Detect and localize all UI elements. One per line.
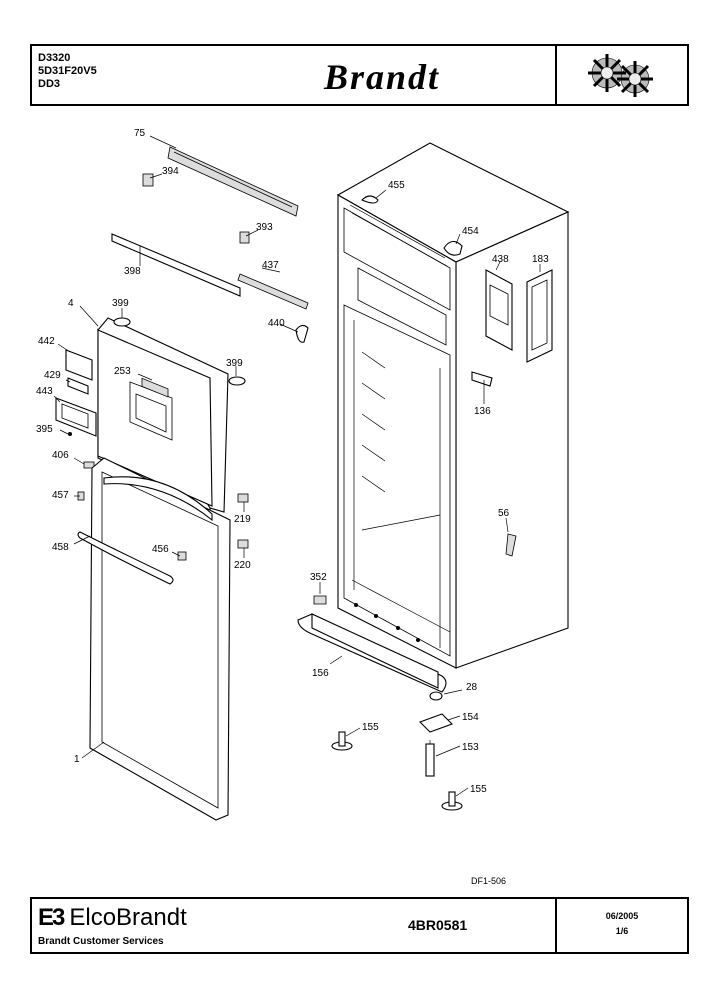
leader-lines [53,135,541,797]
callout: 352 [310,572,327,583]
callout: 429 [44,370,61,381]
callout: 454 [462,226,479,237]
company-mark: E3 [38,904,65,931]
diagram-code: DF1-506 [471,876,507,886]
callout: 220 [234,560,251,571]
model-list: D3320 5D31F20V5 DD3 [38,52,97,91]
callout: 154 [462,712,479,723]
callout: 458 [52,542,69,553]
title-block-header: D3320 5D31F20V5 DD3 Brandt [30,44,689,106]
callout: 457 [52,490,69,501]
callout: 394 [162,166,179,177]
callout-labels: 75 394 393 398 437 440 4 399 399 442 429… [36,128,549,795]
service-name: Brandt Customer Services [38,936,164,947]
freezer-door [97,317,229,513]
callout: 438 [492,254,509,265]
callout: 406 [52,450,69,461]
callout: 28 [466,682,478,693]
callout: 155 [362,722,379,733]
callout: 440 [268,318,285,329]
brand-logo: Brandt [324,57,441,97]
callout: 136 [474,406,491,417]
callout: 253 [114,366,131,377]
callout: 437 [262,260,279,271]
callout: 399 [226,358,243,369]
model-code: D3320 [38,52,71,64]
callout: 156 [312,668,329,679]
callout: 219 [234,514,251,525]
callout: 398 [124,266,141,277]
fridge-door [77,457,231,821]
door-handle [77,531,174,585]
model-code: DD3 [38,78,61,90]
callout: 4 [68,298,74,309]
door-stop-part [295,324,309,343]
callout: 1 [74,754,80,765]
bottom-parts [297,595,463,811]
gears-icon [588,54,653,97]
cabinet-body [336,142,570,669]
callout: 442 [38,336,55,347]
page-number: 1/6 [615,926,629,936]
top-hinge-bracket [142,146,299,244]
control-panel-parts [55,349,97,469]
callout: 395 [36,424,53,435]
callout: 75 [134,128,146,139]
date-page-box: 06/2005 1/6 [555,899,687,952]
door-top-trim [111,233,241,297]
callout: 399 [112,298,129,309]
document-reference: 4BR0581 [408,917,468,933]
right-side-parts [361,195,553,557]
gears-logo-box [555,46,687,104]
company-name: ElcoBrandt [69,904,187,931]
electric-cable [237,273,309,310]
callout: 393 [256,222,273,233]
callout: 456 [152,544,169,555]
callout: 455 [388,180,405,191]
model-code: 5D31F20V5 [38,65,97,77]
callout: 56 [498,508,510,519]
callout: 155 [470,784,487,795]
document-date: 06/2005 [605,911,639,921]
callout: 443 [36,386,53,397]
callout: 183 [532,254,549,265]
callout: 153 [462,742,479,753]
